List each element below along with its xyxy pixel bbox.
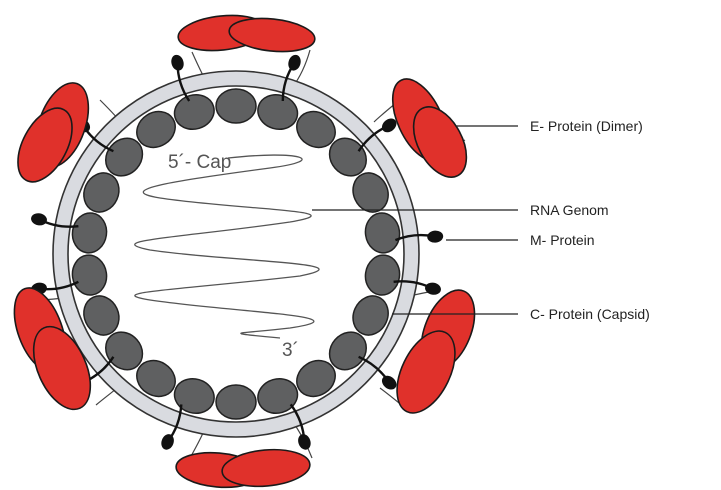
m-protein-head (286, 53, 302, 72)
m-protein-head (30, 212, 48, 227)
m-protein-head (427, 230, 444, 243)
inner-membrane (68, 86, 404, 422)
rna-genom-label: RNA Genom (530, 202, 609, 218)
m-protein-head (169, 53, 185, 72)
m-protein-head (424, 281, 442, 296)
e-protein-dimer-top (176, 11, 316, 55)
m-protein-head (159, 432, 176, 451)
m-protein-label: M- Protein (530, 232, 595, 248)
capsid-subunit (216, 89, 256, 123)
c-protein-label: C- Protein (Capsid) (530, 306, 650, 322)
e-protein-label: E- Protein (Dimer) (530, 118, 643, 134)
three-prime-label: 3´ (282, 340, 299, 361)
capsid-subunit (216, 385, 256, 419)
m-protein-head (296, 432, 313, 451)
five-prime-cap-label: 5´- Cap (168, 152, 231, 173)
e-protein-dimer-bottom (175, 446, 312, 490)
